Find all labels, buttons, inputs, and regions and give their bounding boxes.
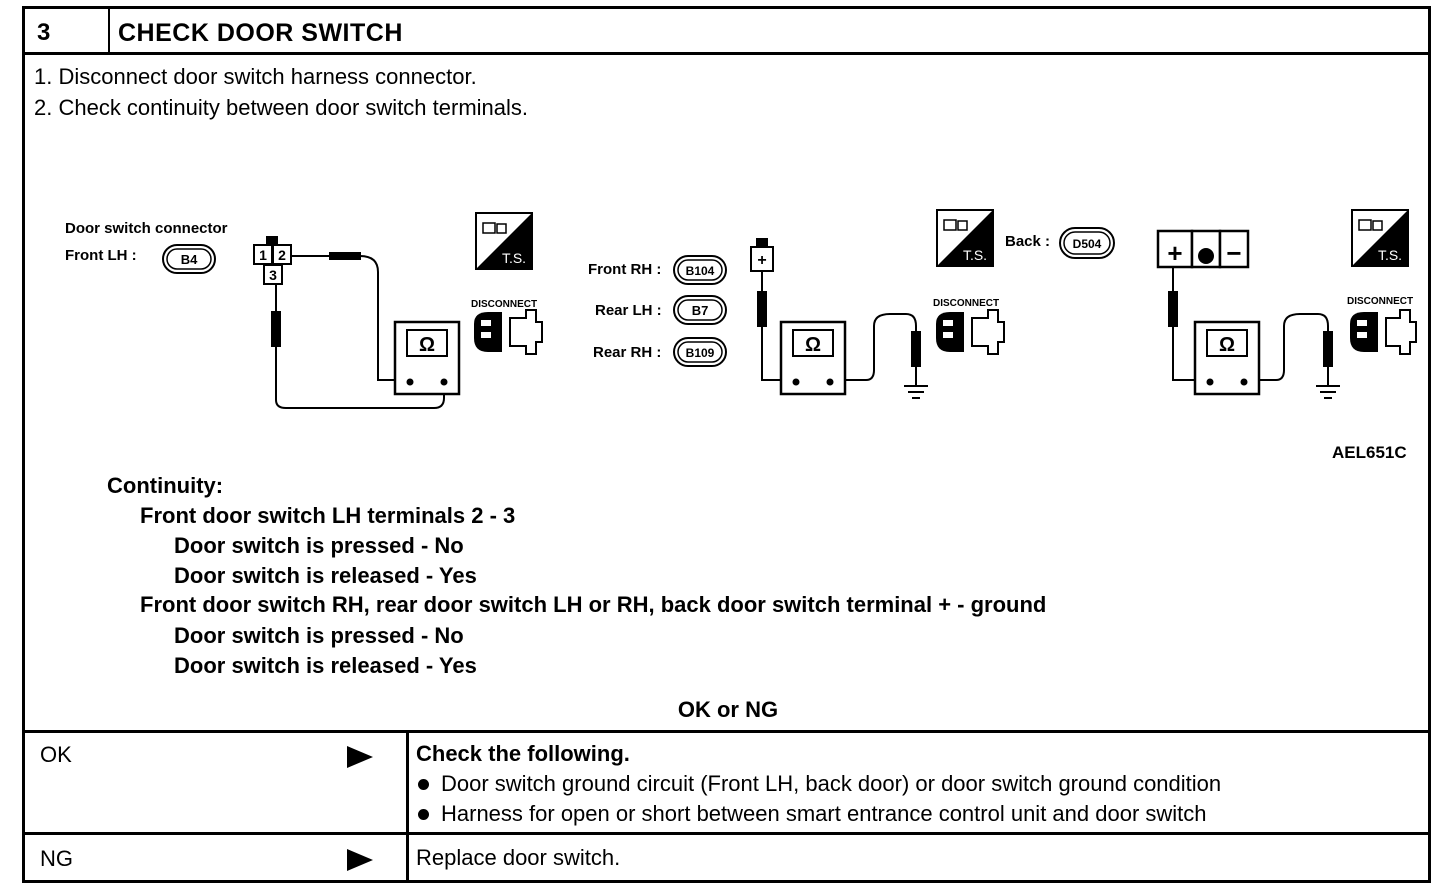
connector-terminals: 1 2 3 bbox=[253, 236, 292, 285]
continuity-group-2-line-2: Door switch is released - Yes bbox=[174, 653, 477, 678]
svg-text:−: − bbox=[1226, 238, 1241, 268]
disconnect-label-2: DISCONNECT bbox=[933, 298, 999, 309]
ts-icon-2: T.S. bbox=[936, 209, 994, 267]
svg-text:B7: B7 bbox=[692, 303, 709, 318]
bullet-icon bbox=[418, 778, 429, 790]
bullet-icon bbox=[418, 808, 429, 820]
title-cell: CHECK DOOR SWITCH bbox=[108, 6, 1431, 55]
page-title: CHECK DOOR SWITCH bbox=[118, 19, 403, 47]
divider-ok-ng bbox=[22, 832, 1431, 835]
connector-label-rear-rh: Rear RH : bbox=[593, 344, 661, 361]
svg-text:D504: D504 bbox=[1073, 237, 1102, 251]
instruction-step-1: 1. Disconnect door switch harness connec… bbox=[34, 64, 477, 89]
instruction-step-2: 2. Check continuity between door switch … bbox=[34, 95, 529, 120]
connector-label-back: Back : bbox=[1005, 233, 1050, 250]
ok-label: OK bbox=[40, 742, 72, 767]
back-door-connector: + − bbox=[1156, 229, 1250, 269]
connector-badge-front-rh: B104 bbox=[673, 255, 727, 285]
disconnect-label-3: DISCONNECT bbox=[1347, 296, 1413, 307]
ok-bullet-1: Door switch ground circuit (Front LH, ba… bbox=[416, 771, 1221, 797]
disconnect-connector-icon-2 bbox=[936, 309, 1005, 355]
svg-text:+: + bbox=[757, 252, 766, 269]
svg-text:B104: B104 bbox=[686, 264, 715, 278]
svg-text:T.S.: T.S. bbox=[1378, 247, 1402, 263]
svg-text:Ω: Ω bbox=[805, 334, 821, 356]
ng-arrow-icon bbox=[347, 849, 373, 871]
continuity-group-2-line-1: Door switch is pressed - No bbox=[174, 623, 464, 648]
continuity-group-1-line-1: Door switch is pressed - No bbox=[174, 533, 464, 558]
ohmmeter-3: Ω bbox=[1193, 320, 1261, 396]
svg-text:B4: B4 bbox=[181, 252, 198, 267]
svg-text:Ω: Ω bbox=[1219, 334, 1235, 356]
disconnect-label-1: DISCONNECT bbox=[471, 299, 537, 310]
connector-badge-front-lh: B4 bbox=[162, 244, 216, 274]
ng-action: Replace door switch. bbox=[416, 845, 621, 870]
procedure-frame bbox=[22, 6, 1431, 883]
continuity-group-2-title: Front door switch RH, rear door switch L… bbox=[140, 592, 1047, 617]
connector-label-front-lh: Front LH : bbox=[65, 247, 137, 264]
connector-badge-rear-lh: B7 bbox=[673, 295, 727, 325]
svg-text:+: + bbox=[1167, 238, 1182, 268]
disconnect-connector-icon-1 bbox=[474, 309, 543, 355]
ok-arrow-icon bbox=[347, 746, 373, 768]
connector-title: Door switch connector bbox=[65, 220, 228, 237]
terminal-3: 3 bbox=[269, 267, 277, 283]
divider-results-top bbox=[22, 730, 1431, 733]
svg-text:T.S.: T.S. bbox=[502, 250, 526, 266]
ok-heading: Check the following. bbox=[416, 741, 630, 766]
connector-badge-rear-rh: B109 bbox=[673, 337, 727, 367]
terminal-2: 2 bbox=[278, 247, 286, 263]
meter-icon: Ω bbox=[419, 334, 435, 356]
probe-wires-left bbox=[271, 252, 445, 409]
single-terminal-connector: + bbox=[750, 238, 774, 272]
figure-reference-code: AEL651C bbox=[1332, 443, 1407, 462]
step-number-cell: 3 bbox=[22, 6, 110, 55]
ok-or-ng-label: OK or NG bbox=[677, 697, 779, 722]
disconnect-connector-icon-3 bbox=[1350, 309, 1417, 355]
ohmmeter-2: Ω bbox=[779, 320, 847, 396]
ts-icon-3: T.S. bbox=[1351, 209, 1409, 267]
ts-icon-1: T.S. bbox=[475, 212, 533, 270]
continuity-group-1-line-2: Door switch is released - Yes bbox=[174, 563, 477, 588]
connector-label-front-rh: Front RH : bbox=[588, 261, 661, 278]
ng-label: NG bbox=[40, 846, 73, 871]
step-number: 3 bbox=[37, 19, 51, 46]
terminal-1: 1 bbox=[259, 247, 267, 263]
continuity-heading: Continuity: bbox=[107, 473, 224, 498]
divider-results-vertical bbox=[406, 730, 409, 883]
connector-label-rear-lh: Rear LH : bbox=[595, 302, 662, 319]
svg-text:T.S.: T.S. bbox=[963, 247, 987, 263]
continuity-group-1-title: Front door switch LH terminals 2 - 3 bbox=[140, 503, 516, 528]
wiring-diagram: Door switch connector Front LH : B4 1 2 … bbox=[65, 209, 1417, 409]
ohmmeter-1: Ω bbox=[393, 320, 461, 396]
svg-text:B109: B109 bbox=[686, 346, 715, 360]
ok-bullet-2: Harness for open or short between smart … bbox=[416, 801, 1207, 827]
connector-badge-back: D504 bbox=[1059, 227, 1115, 259]
